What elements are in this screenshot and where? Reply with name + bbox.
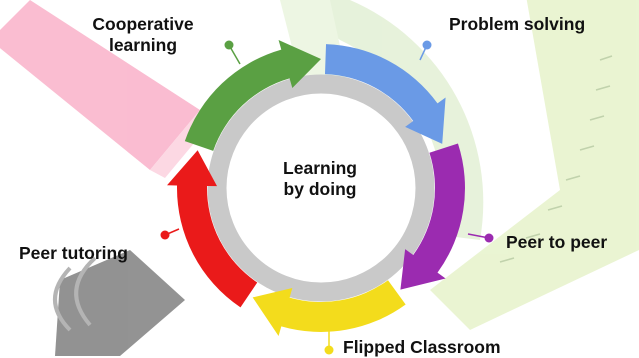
center-label-line2: by doing <box>283 179 357 199</box>
label-peer-to-peer: Peer to peer <box>506 232 608 252</box>
label-cooperative-learning: Cooperative learning <box>78 14 208 56</box>
label-problem-solving: Problem solving <box>449 14 586 34</box>
connector-peer-to-peer-dot <box>484 233 494 243</box>
binder-clip-background-image <box>53 250 185 356</box>
label-cooperative-line2: learning <box>108 35 178 55</box>
connector-problem-solving-dot <box>422 40 432 50</box>
arrow-flipped-classroom <box>252 280 406 337</box>
arrow-cooperative-learning <box>184 39 321 151</box>
arrow-peer-tutoring <box>167 150 258 308</box>
arrow-peer-to-peer <box>400 143 465 290</box>
label-cooperative-line1: Cooperative <box>92 14 194 34</box>
connector-cooperative-learning-dot <box>224 40 234 50</box>
arrow-problem-solving <box>324 44 446 144</box>
connector-peer-tutoring-dot <box>160 230 170 240</box>
cycle-arrows <box>167 39 465 337</box>
label-peer-tutoring: Peer tutoring <box>19 243 128 263</box>
label-connectors <box>160 40 494 355</box>
center-label-line1: Learning <box>283 158 357 178</box>
label-flipped-classroom: Flipped Classroom <box>343 337 501 357</box>
connector-flipped-classroom-dot <box>324 345 334 355</box>
center-ring <box>207 74 435 302</box>
center-label: Learning by doing <box>250 158 390 200</box>
ruler-background-image <box>430 0 639 330</box>
